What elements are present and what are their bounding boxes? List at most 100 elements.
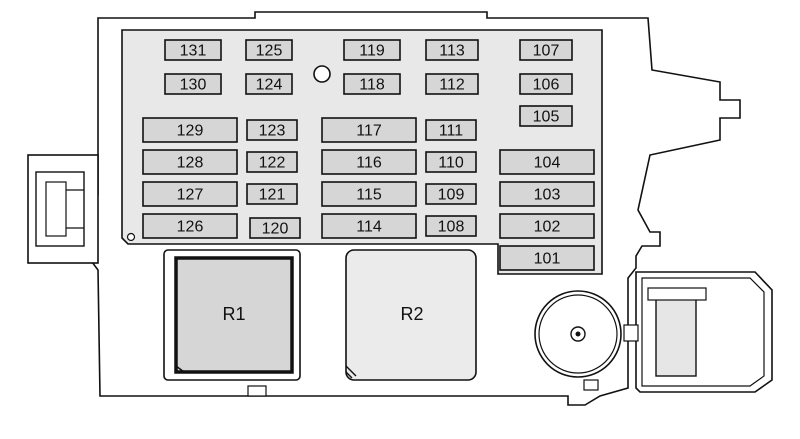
fuse-102: 102 — [499, 213, 595, 239]
fuse-body — [499, 213, 595, 239]
fuse-body — [425, 73, 479, 95]
fuse-body — [249, 217, 301, 239]
fuse-label: 118 — [359, 77, 385, 94]
fuse-112: 112 — [425, 73, 479, 95]
fuse-121: 121 — [246, 183, 298, 205]
fuse-109: 109 — [425, 183, 477, 205]
fuse-body — [425, 151, 477, 173]
fuse-127: 127 — [142, 181, 238, 207]
relay-label: R1 — [222, 304, 245, 324]
fuse-111: 111 — [425, 119, 477, 141]
fuse-104: 104 — [499, 149, 595, 175]
fuse-label: 122 — [259, 155, 286, 172]
fuse-label: 109 — [438, 187, 465, 204]
fuse-label: 124 — [256, 77, 283, 94]
fuse-label: 131 — [180, 43, 207, 60]
fuse-label: 102 — [534, 219, 561, 236]
left-connector — [27, 154, 99, 264]
fuse-body — [425, 39, 479, 61]
fuse-body — [499, 181, 595, 207]
fuse-body — [519, 73, 573, 95]
fuse-129: 129 — [142, 117, 238, 143]
fuse-122: 122 — [246, 151, 298, 173]
fuse-body — [425, 215, 477, 237]
relay-r2: R2 — [345, 249, 477, 381]
fuse-128: 128 — [142, 149, 238, 175]
fuse-body — [425, 119, 477, 141]
fuse-label: 103 — [534, 187, 561, 204]
fuse-label: 112 — [439, 77, 465, 94]
relay-label: R2 — [400, 304, 423, 324]
fuse-113: 113 — [425, 39, 479, 61]
fuse-131: 131 — [164, 39, 222, 61]
fuse-120: 120 — [249, 217, 301, 239]
fuse-body — [246, 151, 298, 173]
fuse-label: 125 — [256, 43, 283, 60]
fuse-body — [425, 183, 477, 205]
fuse-108: 108 — [425, 215, 477, 237]
round-terminal — [534, 290, 622, 391]
fuse-label: 123 — [259, 123, 286, 140]
fuse-124: 124 — [245, 73, 293, 95]
fuse-123: 123 — [246, 119, 298, 141]
fuse-125: 125 — [245, 39, 293, 61]
fuse-114: 114 — [321, 213, 417, 239]
fuse-118: 118 — [343, 73, 401, 95]
fuse-label: 120 — [262, 221, 289, 238]
fuse-body — [142, 181, 238, 207]
fuse-label: 121 — [259, 187, 286, 204]
fuse-117: 117 — [321, 117, 417, 143]
fuse-body — [519, 105, 573, 127]
fuse-110: 110 — [425, 151, 477, 173]
fuse-body — [245, 39, 293, 61]
fuse-label: 110 — [438, 155, 464, 172]
fuse-body — [321, 213, 417, 239]
fuse-101: 101 — [499, 245, 595, 271]
fuse-body — [499, 149, 595, 175]
fuse-body — [343, 39, 401, 61]
fuse-label: 113 — [439, 43, 465, 60]
fuse-label: 108 — [438, 219, 465, 236]
fuse-label: 130 — [180, 77, 207, 94]
fuse-label: 105 — [533, 109, 560, 126]
fuse-label: 111 — [439, 123, 463, 140]
fuse-label: 116 — [356, 155, 382, 172]
fuse-label: 115 — [356, 187, 382, 204]
fuse-label: 107 — [533, 43, 560, 60]
locating-hole — [313, 65, 331, 83]
fuse-label: 114 — [356, 219, 382, 236]
fuse-group: 131 125 119 113 107 130 124 118 112 106 105 129 123 1… — [142, 39, 595, 271]
fuse-body — [142, 149, 238, 175]
fuse-label: 127 — [177, 187, 204, 204]
fuse-116: 116 — [321, 149, 417, 175]
fuse-115: 115 — [321, 181, 417, 207]
fuse-105: 105 — [519, 105, 573, 127]
fuse-body — [321, 181, 417, 207]
fuse-103: 103 — [499, 181, 595, 207]
fuse-106: 106 — [519, 73, 573, 95]
fuse-119: 119 — [343, 39, 401, 61]
fuse-126: 126 — [142, 213, 238, 239]
fuse-label: 101 — [534, 251, 561, 268]
fuse-body — [499, 245, 595, 271]
relay-r1: R1 — [163, 249, 301, 381]
fuse-label: 129 — [177, 123, 204, 140]
fuse-body — [164, 39, 222, 61]
fuse-label: 104 — [534, 155, 561, 172]
fuse-body — [519, 39, 573, 61]
fuse-body — [164, 73, 222, 95]
fuse-label: 117 — [356, 123, 382, 140]
fuse-label: 119 — [359, 43, 385, 60]
fuse-body — [246, 119, 298, 141]
fuse-label: 128 — [177, 155, 204, 172]
fuse-label: 106 — [533, 77, 560, 94]
fuse-body — [321, 149, 417, 175]
fuse-107: 107 — [519, 39, 573, 61]
fuse-130: 130 — [164, 73, 222, 95]
right-connector — [623, 271, 773, 393]
fuse-body — [343, 73, 401, 95]
bottom-tab — [247, 385, 267, 397]
fuse-body — [245, 73, 293, 95]
fuse-body — [246, 183, 298, 205]
